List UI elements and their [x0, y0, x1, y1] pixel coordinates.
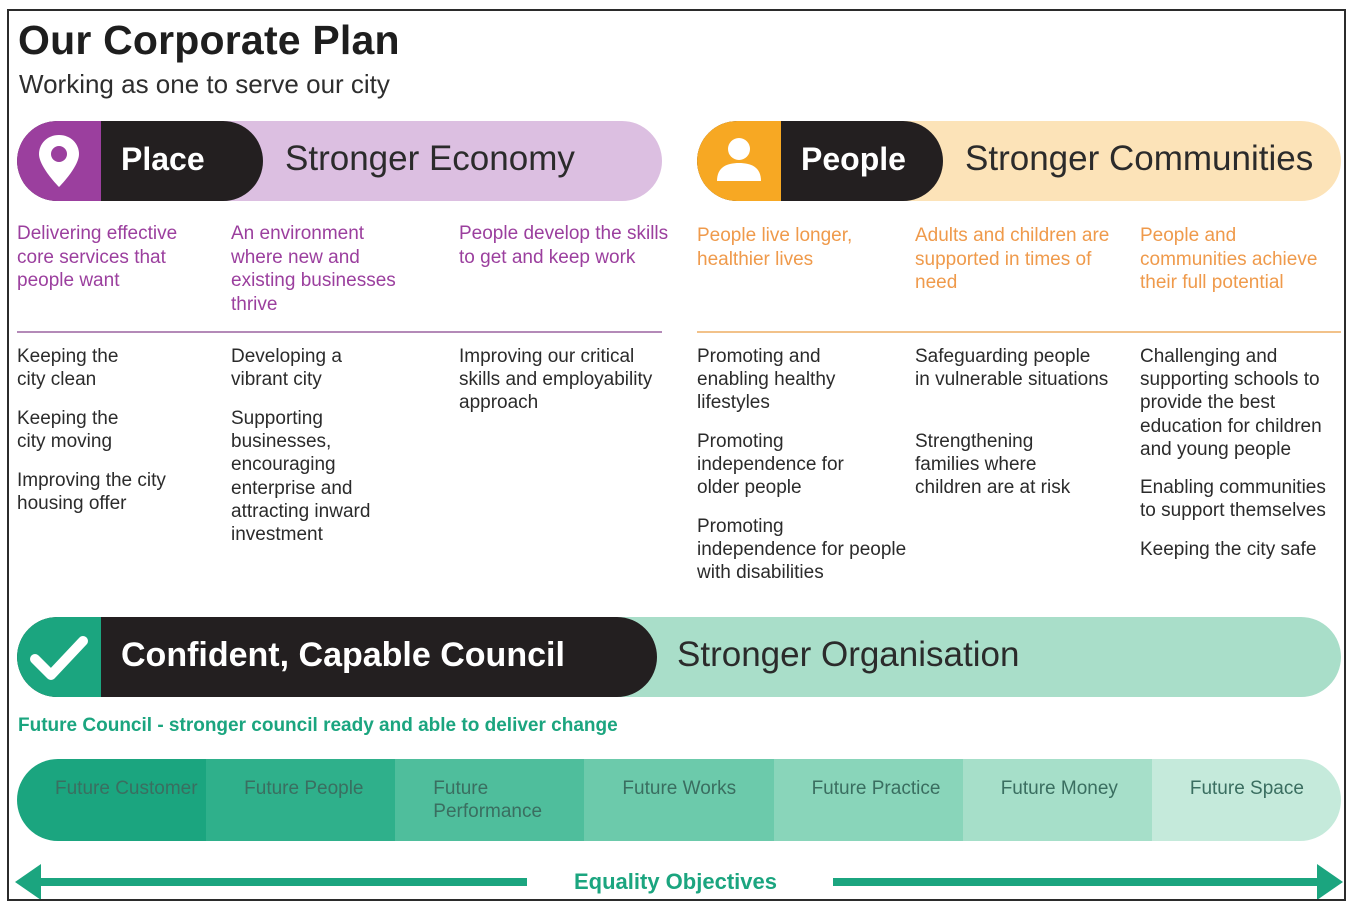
- people-objective-2: Adults and children are supported in tim…: [915, 225, 1110, 293]
- council-tagline: Future Council - stronger council ready …: [18, 715, 618, 736]
- people-priority-1-3: Promoting independence for people with d…: [697, 516, 907, 584]
- future-segment: Future Performance: [395, 759, 585, 841]
- future-label: Future Space: [1189, 778, 1304, 799]
- council-icon-box: [17, 617, 101, 697]
- people-priority-3-1: Challenging and supporting schools to pr…: [1140, 346, 1322, 460]
- checkmark-icon: [30, 636, 88, 680]
- place-theme: Stronger Economy: [285, 139, 575, 178]
- council-label: Confident, Capable Council: [121, 636, 565, 674]
- people-priority-2-1: Safeguarding people in vulnerable situat…: [915, 346, 1109, 391]
- council-dark-segment: [17, 617, 657, 697]
- people-objective-3: People and communities achieve their ful…: [1140, 225, 1318, 293]
- place-priority-3-1: Improving our critical skills and employ…: [459, 346, 653, 414]
- equality-arrow-right: [833, 864, 1343, 899]
- person-icon: [717, 138, 761, 181]
- page-subtitle: Working as one to serve our city: [19, 69, 390, 99]
- place-priority-1-3: Improving the city housing offer: [17, 470, 166, 515]
- equality-objectives-label: Equality Objectives: [574, 869, 777, 894]
- page-title: Our Corporate Plan: [18, 17, 400, 63]
- place-icon-box: [17, 121, 101, 201]
- place-label: Place: [121, 141, 205, 177]
- future-label: Future Performance: [433, 778, 543, 822]
- place-priority-2-1: Developing a vibrant city: [231, 346, 342, 391]
- future-label: Future People: [244, 778, 364, 799]
- future-segment: Future Space: [1151, 759, 1341, 841]
- place-priority-1-1: Keeping the city clean: [17, 346, 119, 391]
- place-priority-1-2: Keeping the city moving: [17, 408, 119, 453]
- future-council-bar: Future Customer Future People Future Per…: [17, 759, 1341, 841]
- future-segment: Future Customer: [17, 759, 207, 841]
- location-pin-icon: [39, 135, 79, 187]
- future-segment: Future Money: [962, 759, 1152, 841]
- place-objective-3: People develop the skills to get and kee…: [459, 223, 669, 268]
- people-theme: Stronger Communities: [965, 139, 1314, 178]
- future-segment: Future Practice: [773, 759, 963, 841]
- corporate-plan-frame: Our Corporate Plan Working as one to ser…: [7, 9, 1346, 901]
- people-priority-3-3: Keeping the city safe: [1140, 539, 1317, 560]
- future-label: Future Money: [1000, 778, 1118, 799]
- place-banner: Place Stronger Economy: [17, 121, 662, 201]
- people-priority-1-1: Promoting and enabling healthy lifestyle…: [697, 346, 836, 414]
- people-banner: People Stronger Communities: [697, 121, 1341, 201]
- place-objective-2: An environment where new and existing bu…: [231, 223, 396, 315]
- place-divider: [17, 331, 662, 333]
- people-priority-1-2: Promoting independence for older people: [697, 431, 844, 499]
- people-label: People: [801, 141, 906, 177]
- future-segment: Future People: [206, 759, 396, 841]
- people-divider: [697, 331, 1341, 333]
- council-banner: Confident, Capable Council Stronger Orga…: [17, 617, 1341, 697]
- future-label: Future Works: [622, 778, 737, 799]
- people-icon-box: [697, 121, 781, 201]
- equality-arrow-left: [15, 864, 527, 899]
- place-priority-2-2: Supporting businesses, encouraging enter…: [231, 408, 371, 546]
- people-objective-1: People live longer, healthier lives: [697, 225, 853, 270]
- council-theme: Stronger Organisation: [677, 635, 1020, 674]
- future-segment: Future Works: [584, 759, 774, 841]
- people-priority-2-2: Strengthening families where children ar…: [915, 431, 1071, 499]
- place-objective-1: Delivering effective core services that …: [17, 223, 178, 291]
- people-priority-3-2: Enabling communities to support themselv…: [1140, 477, 1326, 522]
- future-label: Future Practice: [811, 778, 941, 799]
- future-label: Future Customer: [55, 778, 198, 799]
